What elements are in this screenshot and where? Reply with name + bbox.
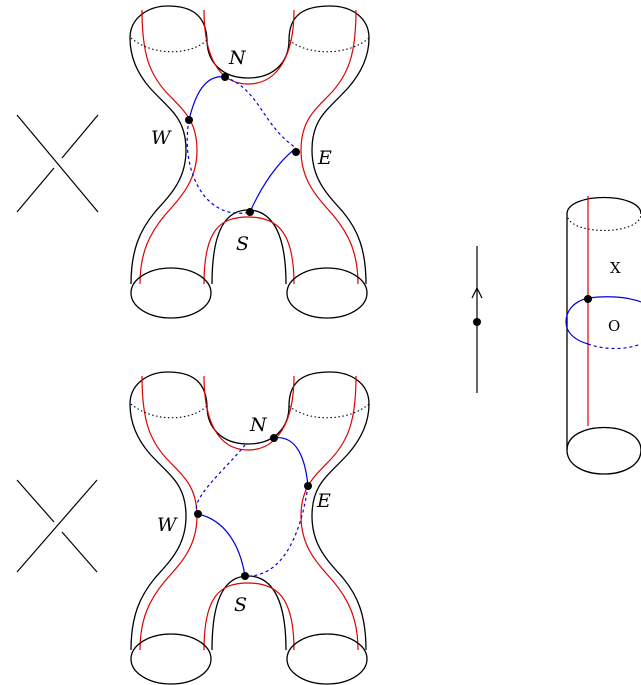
- label-e-top: E: [317, 147, 332, 169]
- oriented-strand: [471, 246, 483, 393]
- label-x: X: [610, 259, 621, 277]
- cylinder: X O: [565, 196, 641, 475]
- label-w-bottom: W: [157, 514, 178, 536]
- blue-dashed-east-south: [244, 485, 309, 577]
- point-n-bottom: [270, 434, 278, 442]
- label-s-bottom: S: [234, 594, 247, 616]
- label-w-top: W: [151, 127, 172, 149]
- blue-arc-east-south: [249, 147, 297, 213]
- label-o: O: [608, 317, 620, 335]
- marked-point: [473, 318, 481, 326]
- surface-top: N W E S: [129, 5, 370, 319]
- label-e-bottom: E: [316, 490, 331, 512]
- blue-dashed-west-north: [195, 444, 246, 515]
- blue-dashed-west-south: [186, 119, 251, 214]
- cylinder-point: [584, 295, 592, 303]
- blue-dashed-north-east: [224, 76, 297, 149]
- blue-arc-north-east: [273, 437, 309, 487]
- arrow-up-icon: [471, 286, 483, 299]
- blue-arc-north-west: [188, 76, 226, 121]
- point-s-top: [246, 208, 254, 216]
- label-n-top: N: [228, 47, 247, 69]
- label-n-bottom: N: [249, 414, 268, 436]
- point-n-top: [221, 73, 229, 81]
- blue-arc-west-south: [197, 513, 246, 577]
- surface-bottom: N W E S: [129, 371, 370, 685]
- crossing-diagram-top: [16, 114, 99, 213]
- point-e-bottom: [304, 482, 312, 490]
- point-s-bottom: [241, 572, 249, 580]
- crossing-diagram-bottom: [16, 479, 98, 573]
- point-w-top: [185, 116, 193, 124]
- point-e-top: [292, 148, 300, 156]
- point-w-bottom: [194, 510, 202, 518]
- label-s-top: S: [236, 233, 249, 255]
